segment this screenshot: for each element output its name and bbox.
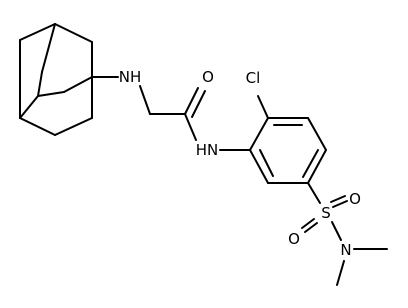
chlorophenyl-ring bbox=[219, 95, 327, 184]
amine-nh-label: NH bbox=[119, 68, 142, 86]
glycinamide-linker bbox=[91, 76, 206, 141]
carbonyl-oxygen-label: O bbox=[202, 68, 214, 86]
sulfur-label: S bbox=[321, 204, 331, 222]
dimethyl-nitrogen-label: N bbox=[340, 241, 351, 259]
amide-hn-label: HN bbox=[196, 141, 219, 159]
sulfonyl-oxygen-left-label: O bbox=[288, 230, 300, 248]
sulfonyl-oxygen-top-label: O bbox=[349, 190, 361, 208]
adamantane-cage bbox=[19, 23, 93, 136]
chlorine-label: Cl bbox=[246, 69, 261, 87]
dimethylsulfonamide bbox=[301, 182, 388, 286]
